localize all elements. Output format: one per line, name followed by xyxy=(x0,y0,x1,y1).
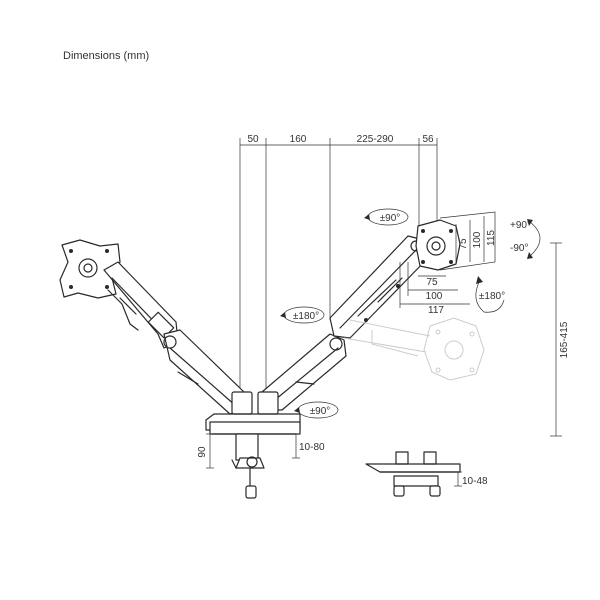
dim-225-290: 225-290 xyxy=(357,134,394,145)
label-tilt-up: +90° xyxy=(510,220,531,231)
vesa-inner-width: 75 xyxy=(426,277,438,288)
label-tilt-down: -90° xyxy=(510,243,528,254)
vesa-mid-height: 100 xyxy=(472,231,483,248)
vesa-dimension-box xyxy=(399,211,496,308)
label-head-swivel: ±90° xyxy=(380,213,401,224)
label-clamp-depth: 90 xyxy=(197,446,208,458)
rotation-arrow-head-swivel xyxy=(364,208,409,226)
rotation-arrow-base xyxy=(294,401,339,419)
vesa-inner-height: 75 xyxy=(458,238,469,250)
label-arm-swivel: ±180° xyxy=(293,311,319,322)
diagram-title: Dimensions (mm) xyxy=(63,50,149,62)
vesa-outer-height: 115 xyxy=(486,230,497,246)
ghost-rotated-plate xyxy=(343,317,485,381)
right-upper-arm xyxy=(329,235,429,339)
grommet-mount xyxy=(365,451,462,497)
top-dimension-lines xyxy=(239,138,438,390)
label-grommet-thickness: 10-48 xyxy=(462,476,488,487)
vesa-outer-width: 117 xyxy=(428,305,444,316)
clamp-dimension-lines xyxy=(206,433,300,469)
tilt-arrow xyxy=(527,219,541,259)
dim-50: 50 xyxy=(247,134,259,145)
rotation-arrow-arm xyxy=(280,306,325,324)
left-vesa-plate xyxy=(59,239,121,299)
rotation-arrow-screen xyxy=(475,276,505,313)
label-height-range: 165-415 xyxy=(559,321,570,358)
label-base-swivel: ±90° xyxy=(310,406,331,417)
desk-clamp xyxy=(231,433,265,499)
height-range-dimension xyxy=(550,242,562,437)
label-screen-rotate: ±180° xyxy=(479,291,505,302)
dim-160: 160 xyxy=(290,134,307,145)
dim-56: 56 xyxy=(422,134,434,145)
label-clamp-thickness: 10-80 xyxy=(299,442,325,453)
right-vesa-plate xyxy=(415,219,461,271)
vesa-mid-width: 100 xyxy=(426,291,443,302)
pole-base xyxy=(205,391,301,435)
